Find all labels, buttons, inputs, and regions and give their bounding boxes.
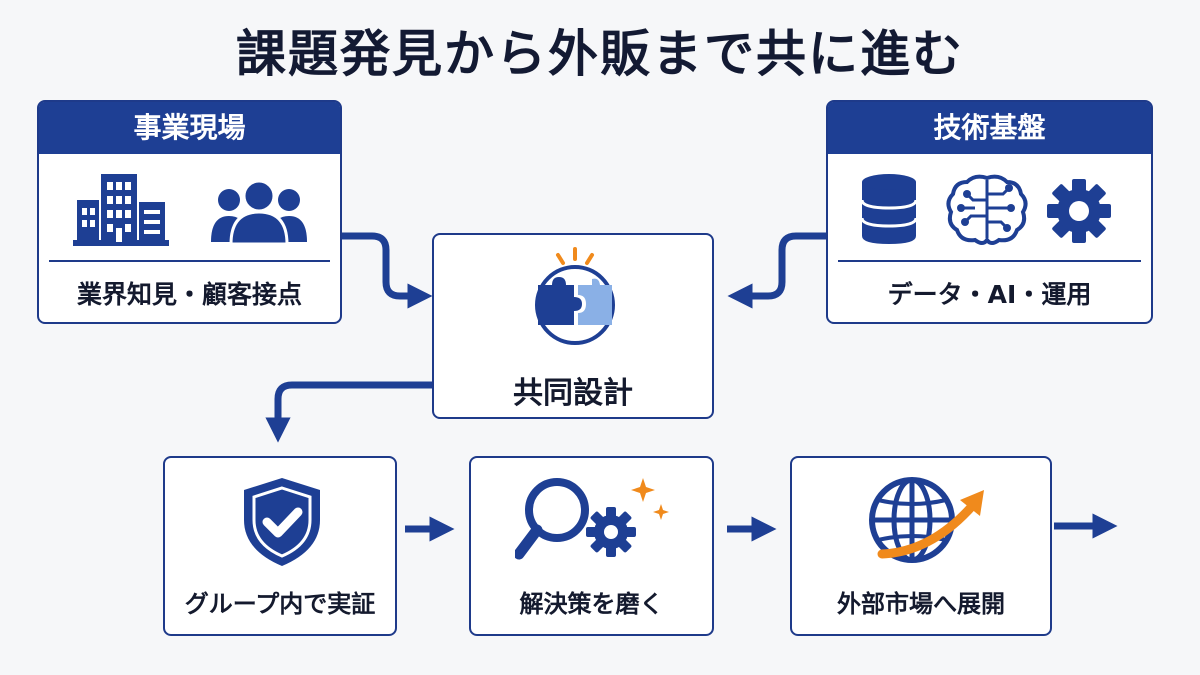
tech-caption: データ・AI・運用 [887, 280, 1092, 309]
field-heading: 事業現場 [39, 102, 340, 154]
puzzle-icon [535, 247, 615, 345]
gear-icon [1047, 179, 1111, 243]
people-icon [211, 180, 307, 246]
arrow-center-to-step1 [265, 381, 432, 443]
database-icon [860, 174, 918, 244]
step-verify-caption: グループ内で実証 [184, 590, 376, 618]
tech-box: 技術基盤 データ・AI・運用 [826, 100, 1153, 324]
building-icon [73, 174, 169, 246]
field-divider [49, 260, 330, 262]
co-design-caption: 共同設計 [513, 376, 633, 411]
field-caption: 業界知見・顧客接点 [76, 280, 302, 309]
globe-growth-icon [869, 477, 984, 563]
arrow-tech-to-center [727, 232, 826, 309]
diagram-title: 課題発見から外販まで共に進む [236, 25, 964, 83]
step-refine-caption: 解決策を磨く [519, 590, 664, 618]
tech-divider [838, 260, 1141, 262]
step-box-expand: 外部市場へ展開 [790, 456, 1052, 636]
ai-brain-icon [946, 174, 1028, 245]
step-box-verify: グループ内で実証 [163, 456, 397, 636]
step-expand-caption: 外部市場へ展開 [837, 590, 1005, 618]
magnifier-gear-icon [515, 478, 669, 560]
shield-check-icon [244, 478, 320, 566]
step-box-refine: 解決策を磨く [469, 456, 714, 636]
co-design-box: 共同設計 [432, 233, 714, 419]
tech-heading: 技術基盤 [828, 102, 1151, 154]
field-box: 事業現場 業界知見・顧客接点 [37, 100, 342, 324]
arrow-field-to-center [342, 232, 433, 309]
